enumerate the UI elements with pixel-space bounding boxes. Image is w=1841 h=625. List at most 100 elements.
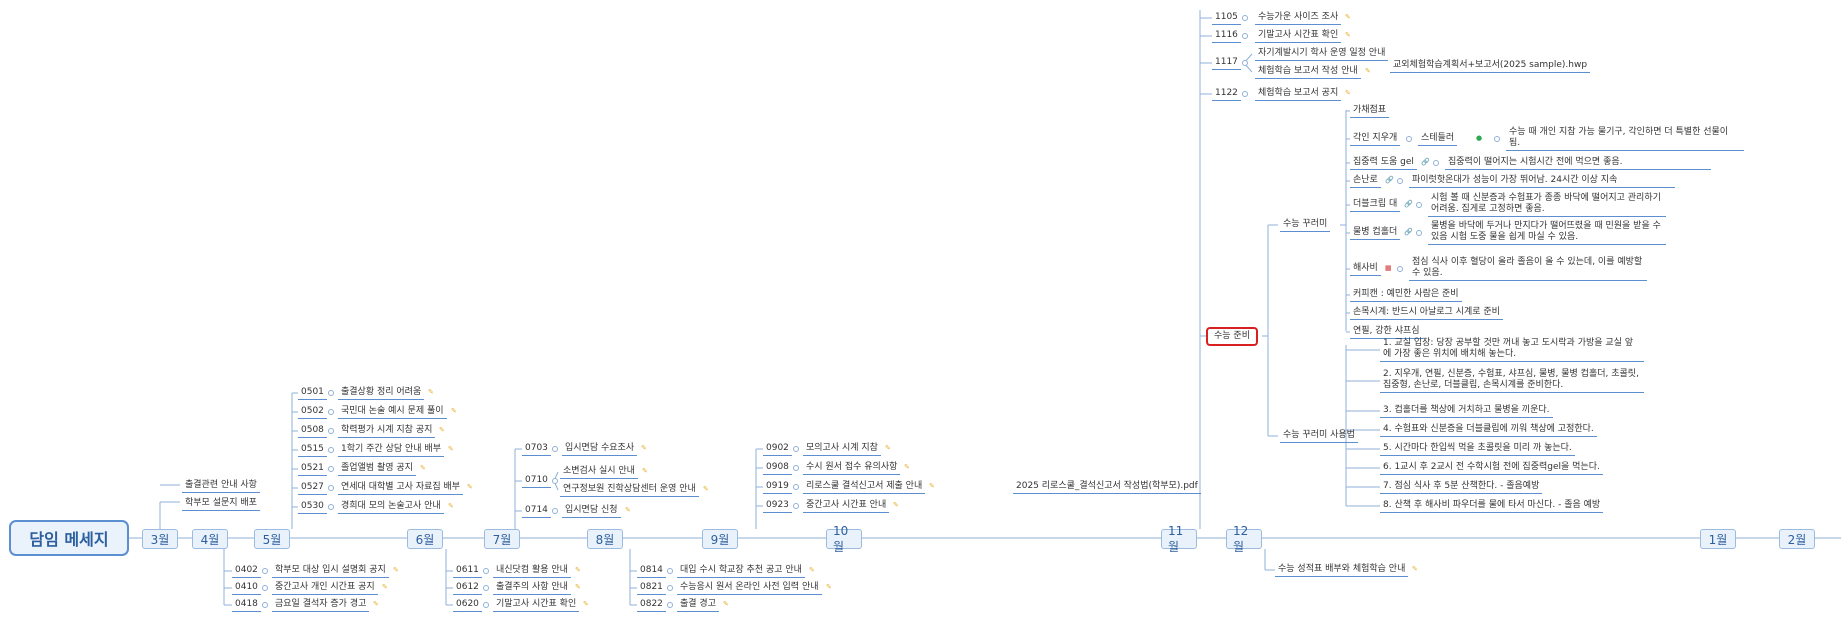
m4-code[interactable]: 0402 [232,565,261,578]
note-icon[interactable]: ✎ [439,426,445,434]
m8-item[interactable]: 출결 경고 [677,599,719,612]
m6-item[interactable]: 기말고사 시간표 확인 [493,599,580,612]
m9-code[interactable]: 0919 [763,481,792,494]
note-icon[interactable]: ✎ [420,464,426,472]
kit-item[interactable]: 더블크립 대 [1350,199,1401,212]
m8-code[interactable]: 0814 [637,565,666,578]
month-node-3[interactable]: 5월 [254,529,290,549]
m9-code[interactable]: 0923 [763,500,792,513]
month-node-1[interactable]: 3월 [142,529,178,549]
use-item[interactable]: 8. 산책 후 해사비 파우더를 물에 타서 마신다. - 졸음 예방 [1380,500,1604,513]
month-node-4[interactable]: 6월 [407,529,443,549]
kit-item[interactable]: 연필, 강한 샤프심 [1350,326,1423,339]
m5-item[interactable]: 출결상황 정리 어려움 [338,387,425,400]
note-icon[interactable]: ✎ [373,600,379,608]
month-node-2[interactable]: 4월 [192,529,228,549]
note-icon[interactable]: ✎ [1412,565,1418,573]
m5-code[interactable]: 0501 [298,387,327,400]
m3-item[interactable]: 학부모 설문지 배포 [182,498,260,511]
month-node-10[interactable]: 12월 [1226,524,1262,554]
kit-sub-item[interactable]: 스테들러 [1418,133,1458,146]
note-icon[interactable]: ✎ [467,483,473,491]
m5-item[interactable]: 국민대 논술 예시 문제 풀이 [338,406,447,419]
link-icon[interactable]: 🔗 [1404,228,1413,236]
m4-code[interactable]: 0410 [232,582,261,595]
note-icon[interactable]: ✎ [893,501,899,509]
use-item[interactable]: 6. 1교시 후 2교시 전 수학시험 전에 집중력gel을 먹는다. [1380,462,1603,475]
note-icon[interactable]: ✎ [575,583,581,591]
m5-item[interactable]: 1학기 주간 상담 안내 배부 [338,444,444,457]
m9-code[interactable]: 0908 [763,462,792,475]
m8-item[interactable]: 대입 수시 학교장 추천 공고 안내 [677,565,805,578]
m4-code[interactable]: 0418 [232,599,261,612]
m6-item[interactable]: 출결주의 사항 안내 [493,582,571,595]
month-node-5[interactable]: 7월 [484,529,520,549]
kit-note[interactable]: 파이럿핫온대가 성능이 가장 뛰어남. 24시간 이상 지속 [1409,175,1675,188]
note-icon[interactable]: ✎ [1345,13,1351,21]
link-icon[interactable]: 🔗 [1385,176,1394,184]
use-item[interactable]: 5. 시간마다 한입씩 먹을 초콜릿을 미리 까 놓는다. [1380,443,1575,456]
link-icon[interactable]: 🔗 [1404,200,1413,208]
use-item[interactable]: 4. 수험표와 신분증을 더블클립에 끼워 책상에 고정한다. [1380,424,1597,437]
note-icon[interactable]: ✎ [826,583,832,591]
m7-code[interactable]: 0710 [522,475,551,488]
month-node-11[interactable]: 1월 [1700,529,1736,549]
m12-item[interactable]: 수능 성적표 배부와 체험학습 안내 [1275,564,1409,577]
m9-item[interactable]: 모의고사 시계 지참 [803,443,881,456]
kit-note[interactable]: 점심 식사 이후 혈당이 올라 졸음이 올 수 있는데, 이를 예방할 수 있음… [1409,257,1647,281]
m5-item[interactable]: 연세대 대학별 고사 자료집 배부 [338,482,464,495]
m11-sub-item[interactable]: 자기계발시기 학사 운영 일정 안내 [1255,48,1389,61]
m5-item[interactable]: 졸업앨범 촬영 공지 [338,463,416,476]
kit-note[interactable]: 물병을 바닥에 두거나 만지다가 떨어뜨렸을 때 민원을 받을 수 있음 시험 … [1428,221,1666,245]
kit-item[interactable]: 가채점표 [1350,105,1390,118]
kit-item[interactable]: 해사비 [1350,263,1381,276]
note-icon[interactable]: ✎ [575,566,581,574]
link-icon[interactable]: 🔗 [1421,158,1430,166]
root-node[interactable]: 담임 메세지 [9,520,129,556]
month-node-8[interactable]: 10월 [826,524,862,554]
m8-code[interactable]: 0822 [637,599,666,612]
m11-item[interactable]: 체험학습 보고서 공지 [1255,88,1342,101]
m9-attachment[interactable]: 2025 리로스쿨_결석신고서 작성법(학부모).pdf [1013,481,1201,494]
m7-sub-item[interactable]: 연구정보원 진학상담센터 운영 안내 [560,484,699,497]
m6-code[interactable]: 0620 [453,599,482,612]
m5-code[interactable]: 0508 [298,425,327,438]
kit-note[interactable]: 시험 볼 때 신분증과 수험표가 종종 바닥에 떨어지고 관리하기 어려움. 집… [1428,193,1666,217]
m7-sub-item[interactable]: 소변검사 실시 안내 [560,466,638,479]
m5-code[interactable]: 0527 [298,482,327,495]
use-item[interactable]: 1. 교실 입장: 당장 공부할 것만 꺼내 놓고 도시락과 가방을 교실 앞에… [1380,338,1644,362]
m5-item[interactable]: 경희대 모의 논술고사 안내 [338,501,444,514]
m5-code[interactable]: 0502 [298,406,327,419]
m5-code[interactable]: 0515 [298,444,327,457]
note-icon[interactable]: ✎ [703,485,709,493]
m4-item[interactable]: 중간고사 개인 시간표 공지 [272,582,378,595]
kit-item[interactable]: 손난로 [1350,175,1381,188]
calendar-icon[interactable]: ▦ [1385,264,1392,272]
note-icon[interactable]: ✎ [451,407,457,415]
m11-code[interactable]: 1116 [1212,30,1241,43]
note-icon[interactable]: ✎ [904,463,910,471]
note-icon[interactable]: ✎ [809,566,815,574]
m11-item[interactable]: 수능가운 사이즈 조사 [1255,12,1342,25]
note-icon[interactable]: ✎ [885,444,891,452]
month-node-9[interactable]: 11월 [1161,524,1197,554]
month-node-7[interactable]: 9월 [702,529,738,549]
note-icon[interactable]: ✎ [448,445,454,453]
m7-code[interactable]: 0703 [522,443,551,456]
m6-code[interactable]: 0611 [453,565,482,578]
kit-item[interactable]: 커피캔 : 예민한 사람은 준비 [1350,289,1462,302]
note-icon[interactable]: ✎ [642,467,648,475]
m11-code[interactable]: 1117 [1212,57,1241,70]
use-item[interactable]: 2. 지우개, 연필, 신분증, 수험표, 샤프심, 물병, 물병 컵홀더, 초… [1380,369,1644,393]
m9-item[interactable]: 수시 원서 접수 유의사항 [803,462,901,475]
m4-item[interactable]: 학부모 대상 입시 설명회 공지 [272,565,389,578]
note-icon[interactable]: ✎ [641,444,647,452]
note-icon[interactable]: ✎ [393,566,399,574]
note-icon[interactable]: ✎ [723,600,729,608]
note-icon[interactable]: ✎ [1365,67,1371,75]
m4-item[interactable]: 금요일 결석자 증가 경고 [272,599,370,612]
m9-code[interactable]: 0902 [763,443,792,456]
m5-code[interactable]: 0521 [298,463,327,476]
m3-item[interactable]: 출결관련 안내 사항 [182,480,260,493]
m7-item[interactable]: 입시면담 수요조사 [562,443,638,456]
